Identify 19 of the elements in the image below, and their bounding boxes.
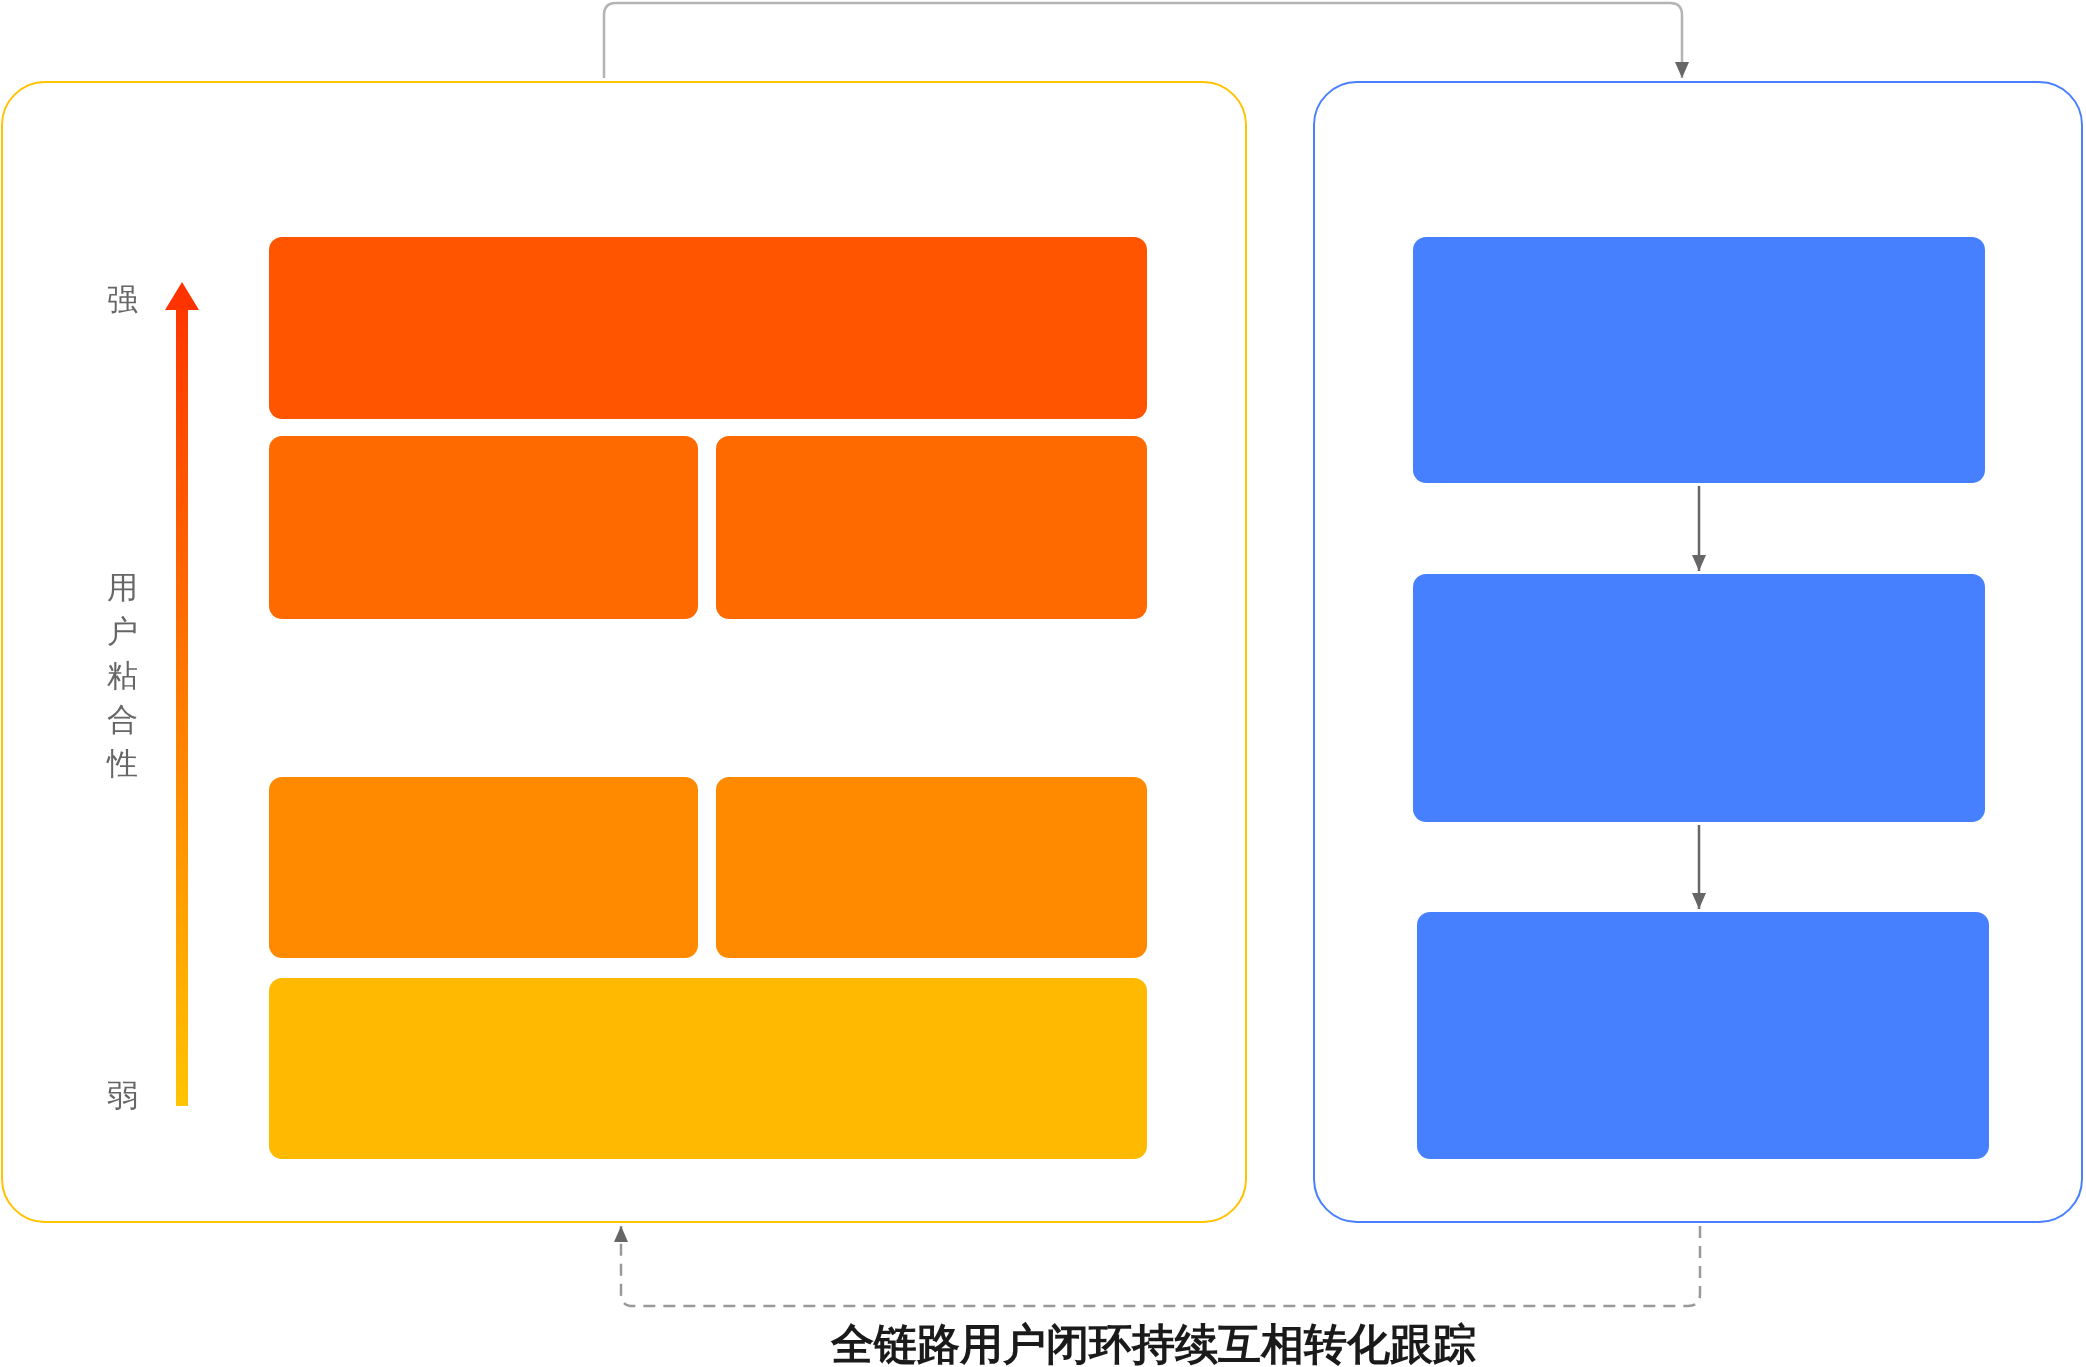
axis-label: 用户粘合性 (106, 568, 138, 783)
layer-block (716, 436, 1147, 619)
arrow (1692, 825, 1706, 909)
axis-label: 弱 (106, 1076, 138, 1115)
group-panel (1, 81, 1247, 1223)
axis-label: 强 (106, 280, 138, 319)
step-block (1417, 912, 1989, 1159)
layer-block (269, 436, 698, 619)
arrow (1692, 486, 1706, 571)
caption: 全链路用户闭环持续互相转化跟踪 (830, 1321, 1476, 1367)
layer-block (269, 978, 1147, 1159)
layer-block (269, 237, 1147, 419)
arrow (614, 1226, 1702, 1308)
group-panel (1313, 81, 2083, 1223)
arrow (602, 1, 1689, 78)
layer-block (716, 777, 1147, 958)
layer-block (269, 777, 698, 958)
step-block (1413, 574, 1985, 822)
step-block (1413, 237, 1985, 483)
